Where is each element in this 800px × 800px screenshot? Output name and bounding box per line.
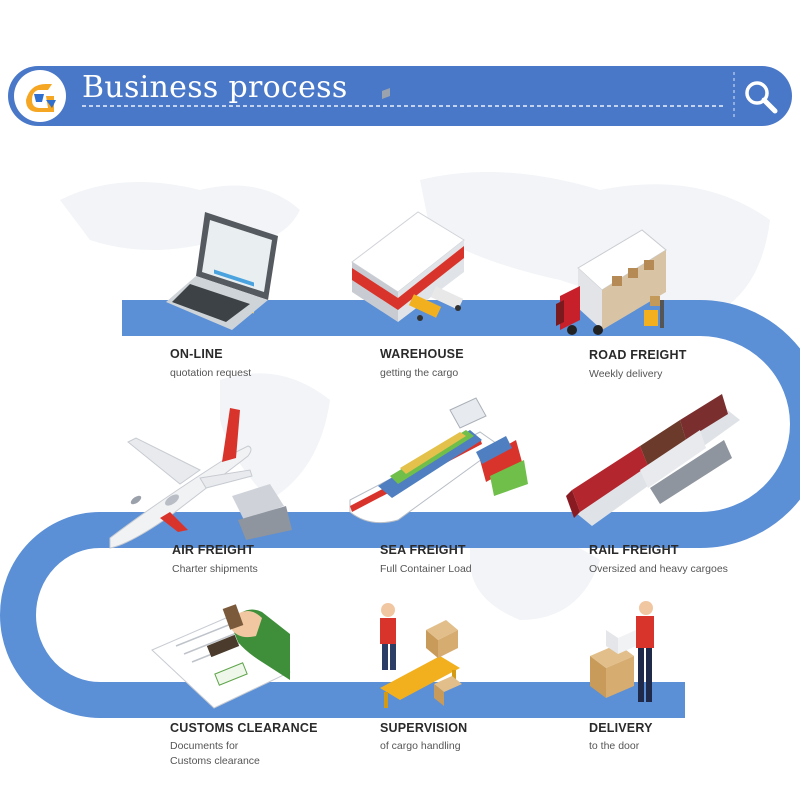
airplane-icon: [109, 408, 292, 549]
step-title-warehouse: WAREHOUSE: [380, 347, 464, 361]
cargo-ship-icon: [349, 397, 528, 524]
world-map-background: [60, 172, 770, 620]
step-title-road-freight: ROAD FREIGHT: [589, 348, 687, 362]
search-icon[interactable]: [745, 81, 778, 114]
delivery-person-icon: [590, 601, 654, 702]
step-desc-online: quotation request: [170, 367, 252, 379]
page-title: Business process: [82, 70, 348, 105]
step-desc-sea-freight: Full Container Load: [380, 563, 472, 575]
step-desc-warehouse: getting the cargo: [380, 367, 459, 379]
step-title-supervision: SUPERVISION: [380, 721, 468, 735]
step-desc-rail-freight: Oversized and heavy cargoes: [589, 563, 728, 575]
warehouse-icon: [351, 88, 465, 322]
step-title-air-freight: AIR FREIGHT: [172, 543, 255, 557]
train-icon: [566, 394, 740, 526]
step-title-rail-freight: RAIL FREIGHT: [589, 543, 679, 557]
process-path: [0, 300, 800, 718]
laptop-icon: [166, 212, 278, 330]
step-desc-road-freight: Weekly delivery: [589, 368, 663, 380]
step-desc-customs-clearance: Documents for Customs clearance: [170, 740, 260, 767]
company-logo-icon: [26, 84, 56, 112]
step-desc-supervision: of cargo handling: [380, 740, 461, 752]
step-title-delivery: DELIVERY: [589, 721, 653, 735]
truck-icon: [556, 229, 667, 335]
step-desc-delivery: to the door: [589, 740, 640, 752]
step-title-sea-freight: SEA FREIGHT: [380, 543, 466, 557]
stamp-document-icon: [151, 604, 291, 709]
step-desc-air-freight: Charter shipments: [172, 563, 258, 575]
step-title-customs-clearance: CUSTOMS CLEARANCE: [170, 721, 318, 735]
step-title-online: ON-LINE: [170, 347, 223, 361]
conveyor-worker-icon: [380, 603, 462, 708]
